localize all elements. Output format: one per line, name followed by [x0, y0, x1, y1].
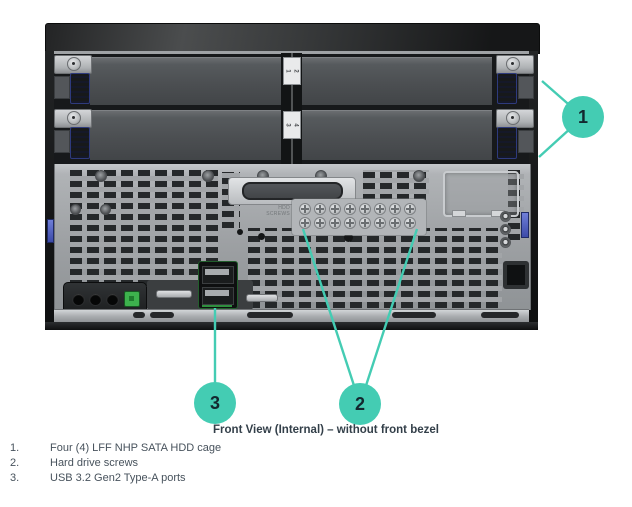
legend-item-number: 2. — [10, 457, 20, 469]
bay-label: 4 — [293, 123, 299, 127]
callout-3-badge: 3 — [194, 382, 236, 424]
carrier-thumbscrew — [506, 57, 520, 71]
vent-grid — [248, 228, 502, 308]
rail-stub — [54, 130, 70, 153]
panel-ring-screw — [500, 224, 511, 235]
base-slot — [150, 312, 174, 318]
rail-stub — [54, 76, 70, 99]
left-led-slot — [47, 219, 54, 243]
drive-latch — [70, 73, 90, 104]
hdd-screw-row — [299, 217, 416, 229]
hdd-screw — [359, 217, 371, 229]
hdd-screw — [344, 203, 356, 215]
vent-grid — [508, 170, 524, 240]
usb-port — [202, 266, 234, 284]
legend-item-text: Four (4) LFF NHP SATA HDD cage — [50, 442, 222, 454]
panel-slot — [156, 290, 192, 298]
legend-item: 1. Four (4) LFF NHP SATA HDD cage — [0, 442, 632, 456]
bay-label: 3 — [285, 123, 291, 127]
drive-bay-3 — [90, 110, 281, 160]
callout-1-badge: 1 — [562, 96, 604, 138]
rail-stub — [518, 130, 534, 153]
hdd-screw — [299, 203, 311, 215]
hdd-screw — [329, 217, 341, 229]
server-illustration: 1 2 3 4 — [45, 23, 540, 330]
drive-latch — [497, 73, 517, 104]
drive-bay-4 — [302, 110, 492, 160]
legend-item-number: 3. — [10, 472, 20, 484]
rail-stub — [518, 76, 534, 99]
hdd-screw — [389, 203, 401, 215]
panel-screw — [100, 204, 111, 215]
callout-2-badge: 2 — [339, 383, 381, 425]
panel-slot — [246, 294, 278, 302]
bay-label-tab-bottom: 3 4 — [283, 111, 301, 139]
hdd-screw — [374, 217, 386, 229]
led-hole — [106, 293, 119, 306]
figure-caption: Front View (Internal) – without front be… — [213, 424, 439, 436]
drive-latch — [497, 127, 517, 159]
hdd-screw — [404, 217, 416, 229]
bay-label: 1 — [285, 69, 291, 73]
plate-latch-tab — [452, 210, 466, 217]
base-slot — [481, 312, 519, 318]
usb-tongue — [205, 269, 229, 275]
hdd-screw-row — [299, 203, 416, 215]
option-blank-plate — [443, 171, 519, 217]
chassis-right-frame — [529, 51, 538, 330]
chassis-bottom-edge — [45, 322, 538, 330]
hdd-screw — [344, 217, 356, 229]
panel-ring-screw — [500, 237, 511, 248]
bay-label-tab-top: 1 2 — [283, 57, 301, 85]
usb-pcb-edge — [202, 305, 232, 307]
chassis-left-frame — [45, 51, 54, 330]
usb-ports — [198, 261, 238, 309]
panel-screw — [413, 170, 425, 182]
panel-screw — [70, 204, 81, 215]
led-hole — [72, 293, 85, 306]
hdd-screw — [329, 203, 341, 215]
usb-port — [202, 287, 234, 305]
carrier-thumbscrew — [506, 111, 520, 125]
usb-tongue — [205, 290, 229, 296]
led-hole — [89, 293, 102, 306]
hdd-screws-label: HDD SCREWS — [266, 205, 290, 217]
carrier-thumbscrew — [67, 111, 81, 125]
bay-label: 2 — [293, 69, 299, 73]
panel-hole — [237, 229, 243, 235]
power-button-icon — [124, 291, 140, 307]
status-led-bar — [521, 212, 529, 238]
hdd-screw — [374, 203, 386, 215]
base-slot — [133, 312, 145, 318]
legend-item-text: USB 3.2 Gen2 Type-A ports — [50, 472, 186, 484]
drive-bay-2 — [302, 57, 492, 105]
hdd-screw — [359, 203, 371, 215]
cage-handle-slot — [242, 182, 343, 200]
drive-latch — [70, 127, 90, 159]
legend-item-number: 1. — [10, 442, 20, 454]
drive-bay-1 — [90, 57, 281, 105]
base-slot — [247, 312, 293, 318]
hdd-screw — [389, 217, 401, 229]
panel-hole — [258, 233, 265, 240]
panel-ring-screw — [500, 211, 511, 222]
hdd-screw — [314, 203, 326, 215]
hdd-screw — [299, 217, 311, 229]
legend-item: 2. Hard drive screws — [0, 457, 632, 471]
panel-screw — [202, 170, 214, 182]
base-slot — [392, 312, 436, 318]
cage-center-highlight — [291, 53, 293, 164]
hdd-screw — [314, 217, 326, 229]
carrier-thumbscrew — [67, 57, 81, 71]
panel-recess-inner — [507, 265, 525, 285]
cage-top-rail — [54, 51, 529, 54]
chassis-top-lid — [45, 23, 540, 54]
legend-item: 3. USB 3.2 Gen2 Type-A ports — [0, 472, 632, 486]
legend-item-text: Hard drive screws — [50, 457, 139, 469]
panel-screw — [95, 170, 107, 182]
hdd-screw — [404, 203, 416, 215]
